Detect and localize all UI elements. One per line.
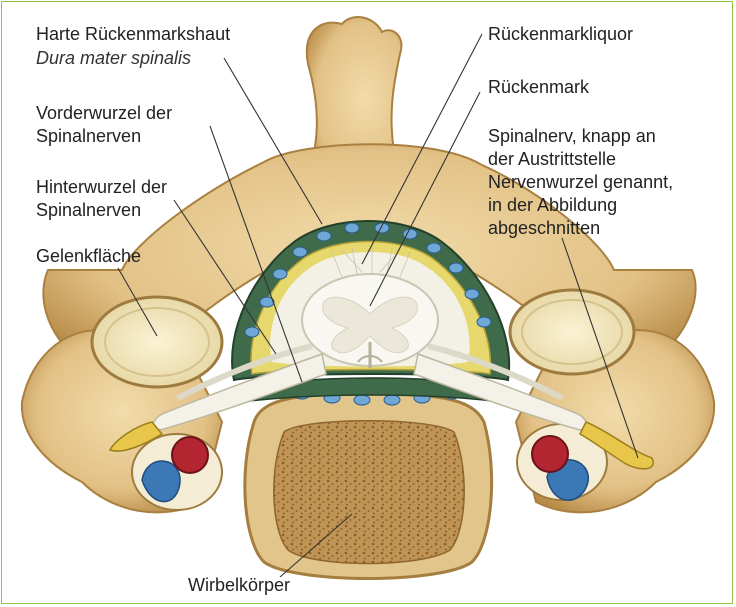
cancellous-bone bbox=[274, 421, 464, 564]
left-articular-facet bbox=[92, 297, 222, 387]
label-spinal-nerve-line3: Nervenwurzel genannt, bbox=[488, 171, 673, 193]
label-spinal-nerve-line4: in der Abbildung bbox=[488, 194, 617, 216]
label-dorsal-root-line2: Spinalnerven bbox=[36, 199, 141, 221]
label-spinal-nerve-line2: der Austrittstelle bbox=[488, 148, 616, 170]
label-dura-mater-latin: Dura mater spinalis bbox=[36, 47, 191, 69]
label-dorsal-root-line1: Hinterwurzel der bbox=[36, 176, 167, 198]
right-vertebral-artery bbox=[532, 436, 568, 472]
label-spinal-nerve-line1: Spinalnerv, knapp an bbox=[488, 125, 656, 147]
label-vertebral-body: Wirbelkörper bbox=[188, 574, 290, 596]
label-cerebrospinal-fluid: Rückenmarkliquor bbox=[488, 23, 633, 45]
label-ventral-root-line1: Vorderwurzel der bbox=[36, 102, 172, 124]
label-spinal-nerve-line5: abgeschnitten bbox=[488, 217, 600, 239]
label-dura-mater: Harte Rückenmarkshaut bbox=[36, 23, 230, 45]
label-joint-surface: Gelenkfläche bbox=[36, 245, 141, 267]
label-spinal-cord: Rückenmark bbox=[488, 76, 589, 98]
right-articular-facet bbox=[510, 290, 634, 374]
label-ventral-root-line2: Spinalnerven bbox=[36, 125, 141, 147]
left-vertebral-artery bbox=[172, 437, 208, 473]
